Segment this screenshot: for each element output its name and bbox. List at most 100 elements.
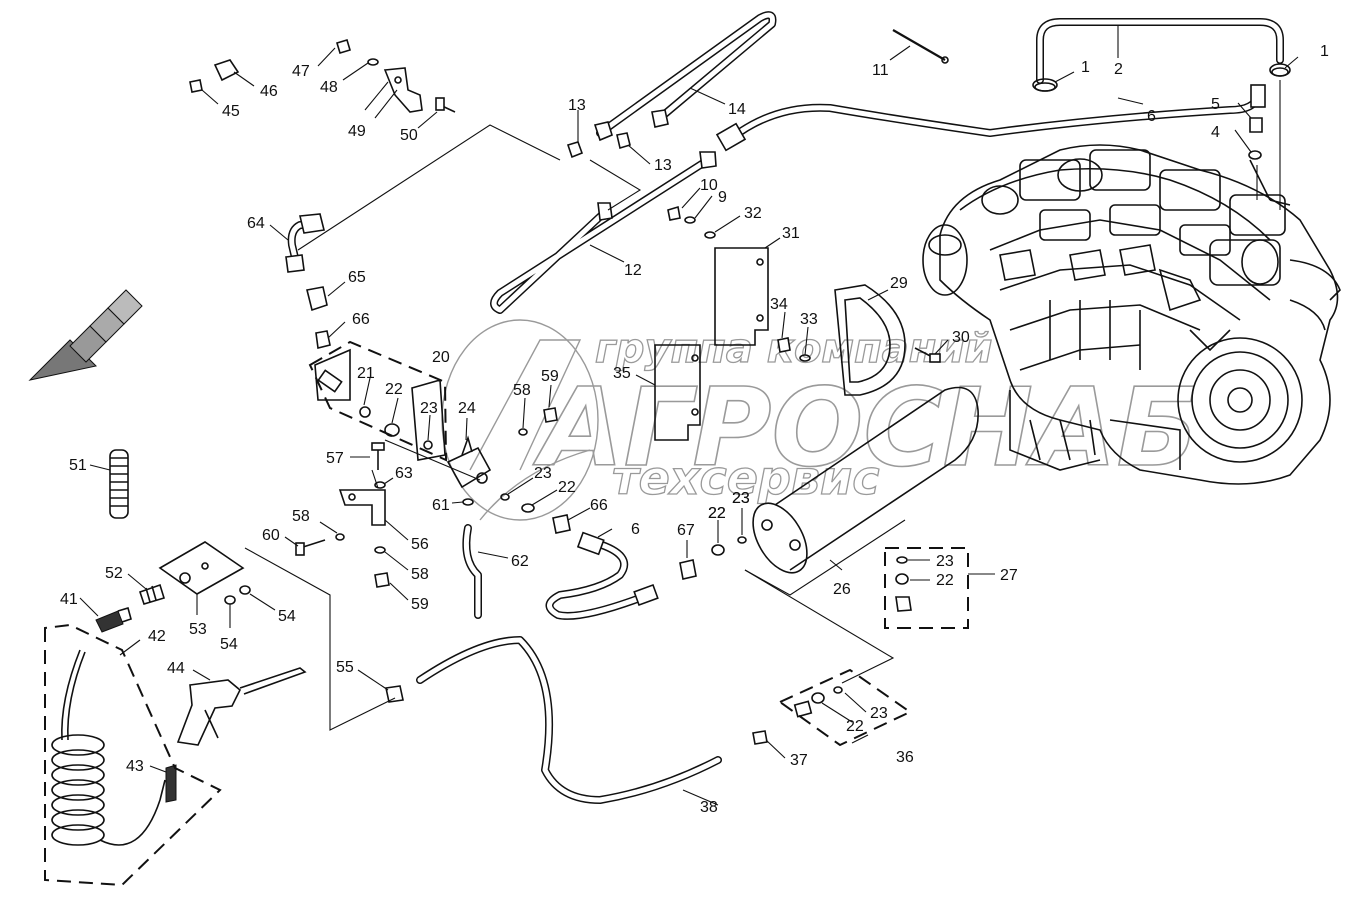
blow-gun-44	[176, 667, 307, 746]
group-20-outline	[308, 340, 448, 462]
washer-23b	[500, 493, 510, 501]
washer-21	[359, 406, 371, 418]
pipe-12	[490, 151, 717, 314]
callout-38: 38	[700, 799, 718, 816]
coupling-52	[138, 583, 166, 605]
callout-22d: 22	[385, 381, 403, 398]
callout-45: 45	[222, 103, 240, 120]
clamp-1-left	[1032, 78, 1058, 92]
plug-55	[385, 685, 404, 703]
valve-24	[446, 435, 492, 489]
nut-34	[777, 337, 791, 353]
callout-30: 30	[952, 329, 970, 346]
callout-66b: 66	[590, 497, 608, 514]
washer-4	[1248, 150, 1262, 160]
plug-37	[752, 730, 768, 745]
nut-13b	[616, 132, 631, 150]
cap-46	[213, 59, 240, 82]
coupling-41	[95, 606, 132, 633]
nut-47	[336, 39, 351, 54]
nut-10	[667, 205, 681, 221]
fitting-66a	[315, 330, 331, 349]
washer-23a	[423, 440, 433, 450]
nut-45	[189, 79, 203, 93]
watermark-line3: техсервис	[612, 451, 880, 505]
fitting-66b	[552, 514, 571, 534]
elbow-65	[306, 286, 328, 312]
nut-59b	[374, 572, 390, 588]
pipe-14	[593, 11, 777, 142]
callout-61: 61	[432, 497, 450, 514]
callout-56: 56	[411, 536, 429, 553]
washer-61	[462, 498, 474, 506]
callout-31: 31	[782, 225, 800, 242]
callout-58c: 58	[411, 566, 429, 583]
group-42-outline	[44, 623, 222, 887]
washer-48	[367, 58, 379, 66]
callout-23d: 23	[420, 400, 438, 417]
washer-63	[374, 481, 386, 489]
bolt-50	[435, 97, 456, 113]
watermark-line2: АГРОСНАБ	[532, 366, 1199, 491]
leader-lines	[79, 26, 1299, 806]
coil-hose-42	[51, 649, 166, 846]
nut-59a	[543, 407, 558, 423]
callout-14: 14	[728, 101, 746, 118]
hose-6-lower	[545, 531, 659, 620]
callout-33: 33	[800, 311, 818, 328]
callout-23f: 23	[732, 490, 750, 507]
pipe-64	[285, 213, 325, 273]
washer-58a	[518, 428, 528, 436]
bracket-49	[383, 67, 423, 113]
callout-22e: 22	[558, 479, 576, 496]
callout-23e: 23	[534, 465, 552, 482]
callout-41: 41	[60, 591, 78, 608]
watermark-line1: группа компаний	[595, 326, 992, 372]
callout-46: 46	[260, 83, 278, 100]
callout-63: 63	[395, 465, 413, 482]
callout-1b: 1	[1320, 43, 1329, 60]
callout-10: 10	[700, 177, 718, 194]
bracket-31	[714, 247, 769, 346]
washer-22c	[711, 544, 725, 556]
callout-50: 50	[400, 127, 418, 144]
washer-32	[704, 231, 716, 239]
callout-12: 12	[624, 262, 642, 279]
callout-53: 53	[189, 621, 207, 638]
callout-29: 29	[890, 275, 908, 292]
nut-13a	[566, 141, 584, 159]
engine	[922, 144, 1341, 485]
callout-60: 60	[262, 527, 280, 544]
callout-9: 9	[718, 189, 727, 206]
callout-24: 24	[458, 400, 476, 417]
hose-62	[462, 524, 482, 619]
callout-67: 67	[677, 522, 695, 539]
group-27-outline	[884, 547, 969, 629]
callout-4: 4	[1211, 124, 1220, 141]
fitting-5	[1249, 117, 1263, 133]
callout-13b: 13	[654, 157, 672, 174]
spring-51	[109, 449, 129, 519]
callout-22a: 22	[936, 572, 954, 589]
callout-5: 5	[1211, 96, 1220, 113]
callout-23c: 23	[732, 490, 750, 507]
callout-59a: 59	[541, 368, 559, 385]
tie-11	[892, 29, 949, 64]
callout-23a: 23	[936, 553, 954, 570]
callout-66a: 66	[352, 311, 370, 328]
callout-54b: 54	[220, 636, 238, 653]
watermark: группа компаний АГРОСНАБ техсервис	[441, 319, 1200, 521]
washer-54b	[239, 585, 251, 595]
callout-59b: 59	[411, 596, 429, 613]
hose-2	[1036, 18, 1284, 84]
callout-52: 52	[105, 565, 123, 582]
callout-48: 48	[320, 79, 338, 96]
callout-21: 21	[357, 365, 375, 382]
callout-57: 57	[326, 450, 344, 467]
callout-43: 43	[126, 758, 144, 775]
callout-6b: 6	[631, 521, 640, 538]
callout-22b: 22	[846, 718, 864, 735]
callout-64: 64	[247, 215, 265, 232]
group-36-outline	[778, 668, 912, 747]
